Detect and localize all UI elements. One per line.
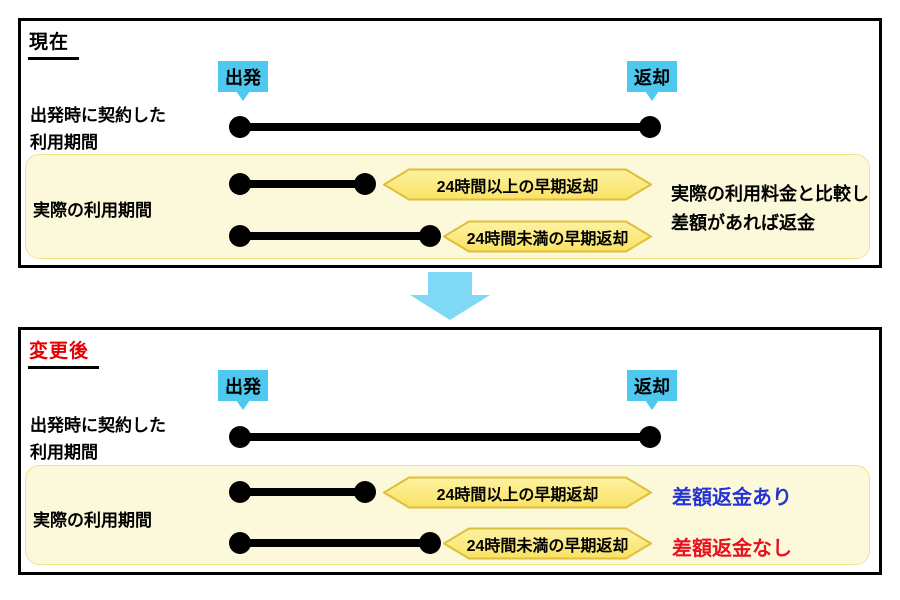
hexagon-shape <box>383 476 652 509</box>
return-bubble: 返却 <box>627 61 677 101</box>
timeline-early-return-under24 <box>229 225 441 247</box>
refund-note-line1: 実際の利用料金と比較し <box>671 184 869 204</box>
return-bubble: 返却 <box>627 370 677 410</box>
timeline-bar <box>240 180 365 188</box>
actual-period-label: 実際の利用期間 <box>33 511 152 530</box>
result-refund-yes: 差額返金あり <box>672 487 792 509</box>
badge-under-24h: 24時間未満の早期返却 <box>443 527 652 560</box>
departure-bubble: 出発 <box>218 370 268 410</box>
timeline-start-dot <box>229 481 251 503</box>
panel-current-title: 現在 <box>28 27 80 60</box>
timeline-bar <box>240 123 650 131</box>
timeline-end-dot <box>639 116 661 138</box>
badge-over-24h-label: 24時間以上の早期返却 <box>436 486 599 504</box>
badge-over-24h: 24時間以上の早期返却 <box>383 476 652 509</box>
hexagon-shape <box>383 168 652 201</box>
timeline-bar <box>240 433 650 441</box>
timeline-start-dot <box>229 225 251 247</box>
contracted-period-line2: 利用期間 <box>30 443 98 462</box>
departure-bubble-label: 出発 <box>225 67 261 88</box>
timeline-contracted <box>229 426 661 448</box>
hexagon-shape <box>443 527 652 560</box>
return-bubble-label: 返却 <box>634 376 670 397</box>
timeline-bar <box>240 232 430 240</box>
timeline-early-return-over24 <box>229 481 376 503</box>
refund-note-line2: 差額があれば返金 <box>671 213 815 233</box>
timeline-end-dot <box>354 173 376 195</box>
result-refund-no: 差額返金なし <box>672 538 792 560</box>
contracted-period-line1: 出発時に契約した <box>30 416 166 435</box>
timeline-start-dot <box>229 532 251 554</box>
actual-period-label: 実際の利用期間 <box>33 201 152 220</box>
timeline-start-dot <box>229 173 251 195</box>
timeline-end-dot <box>354 481 376 503</box>
badge-over-24h: 24時間以上の早期返却 <box>383 168 652 201</box>
timeline-end-dot <box>639 426 661 448</box>
refund-note: 実際の利用料金と比較し 差額があれば返金 <box>671 180 869 238</box>
timeline-end-dot <box>419 532 441 554</box>
badge-under-24h: 24時間未満の早期返却 <box>443 220 652 253</box>
timeline-end-dot <box>419 225 441 247</box>
timeline-start-dot <box>229 116 251 138</box>
departure-bubble-label: 出発 <box>225 376 261 397</box>
return-bubble-label: 返却 <box>634 67 670 88</box>
panel-after-title: 変更後 <box>28 336 100 369</box>
badge-under-24h-label: 24時間未満の早期返却 <box>466 537 629 555</box>
departure-bubble: 出発 <box>218 61 268 101</box>
down-arrow-icon <box>410 272 490 320</box>
timeline-bar <box>240 539 430 547</box>
hexagon-shape <box>443 220 652 253</box>
timeline-early-return-over24 <box>229 173 376 195</box>
contracted-period-line1: 出発時に契約した <box>30 106 166 125</box>
contracted-period-line2: 利用期間 <box>30 133 98 152</box>
timeline-contracted <box>229 116 661 138</box>
contracted-period-label: 出発時に契約した 利用期間 <box>30 412 166 466</box>
timeline-early-return-under24 <box>229 532 441 554</box>
badge-over-24h-label: 24時間以上の早期返却 <box>436 178 599 196</box>
badge-under-24h-label: 24時間未満の早期返却 <box>466 230 629 248</box>
timeline-bar <box>240 488 365 496</box>
contracted-period-label: 出発時に契約した 利用期間 <box>30 102 166 156</box>
timeline-start-dot <box>229 426 251 448</box>
panel-current: 現在 出発 返却 出発時に契約した 利用期間 実際の利用期間 24時間 <box>18 18 882 268</box>
panel-after: 変更後 出発 返却 出発時に契約した 利用期間 実際の利用期間 24時 <box>18 327 882 575</box>
